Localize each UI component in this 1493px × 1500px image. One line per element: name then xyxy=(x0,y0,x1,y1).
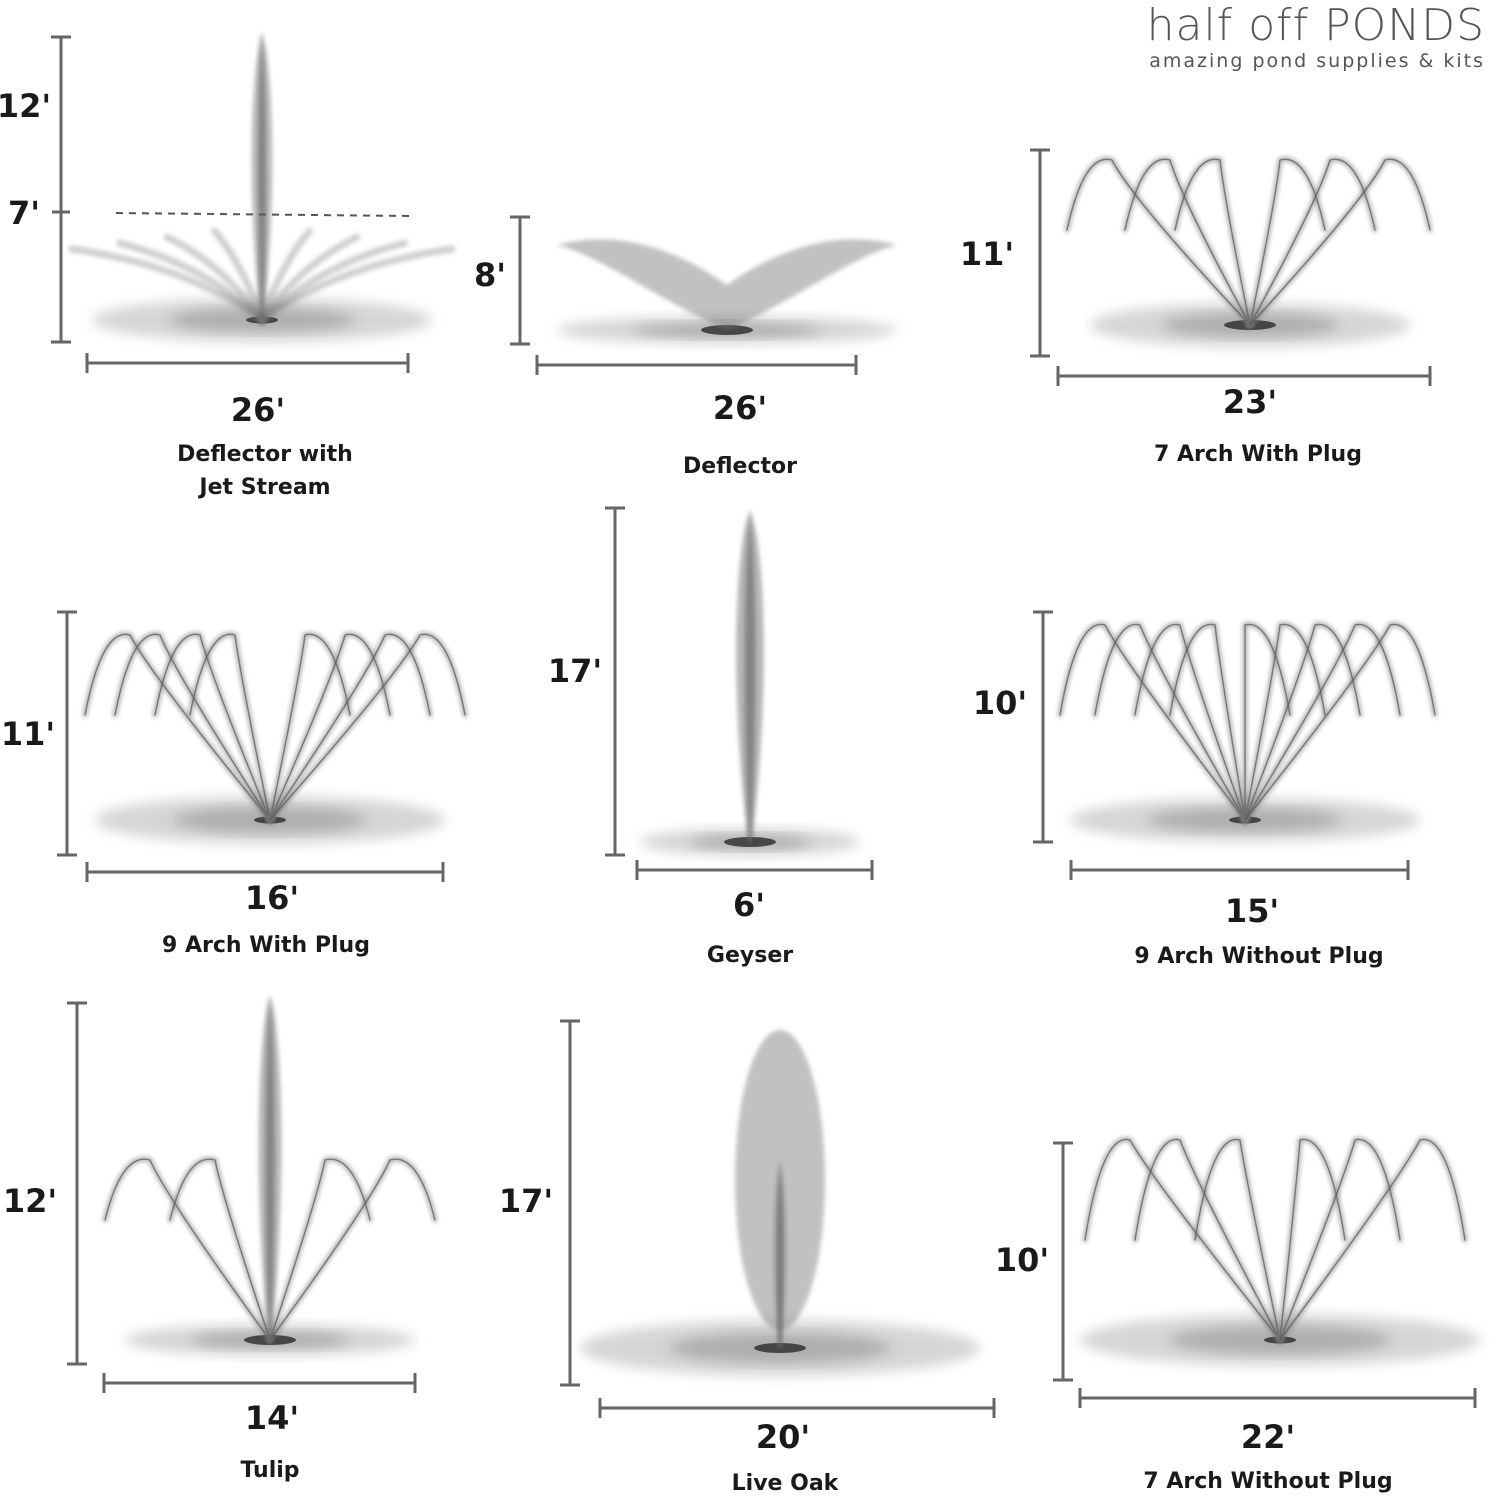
height-label: 12' xyxy=(2,1182,58,1220)
arch-stream xyxy=(269,633,466,821)
arch-stream xyxy=(269,1158,436,1341)
arch-stream xyxy=(1249,158,1431,326)
deflector-spray xyxy=(557,239,897,330)
pattern-7-arch-without-plug xyxy=(1053,1136,1480,1408)
arch-stream xyxy=(104,1158,271,1341)
arch-stream xyxy=(1124,158,1251,326)
height-label: 10' xyxy=(994,1241,1050,1279)
arch-stream xyxy=(1066,158,1251,326)
pattern-name: 7 Arch With Plug xyxy=(1154,442,1362,467)
arch-spray xyxy=(167,1156,273,1343)
pattern-geyser xyxy=(605,506,874,880)
arch-stream xyxy=(1059,623,1246,821)
arch-stream xyxy=(269,633,431,821)
pattern-name: Live Oak xyxy=(731,1471,839,1496)
arch-spray xyxy=(267,1156,373,1343)
logo-light-text: half off xyxy=(1146,0,1325,51)
dashed-line xyxy=(115,212,411,217)
arch-stream xyxy=(154,633,271,821)
jet-core xyxy=(777,1170,783,1348)
pattern-9-arch-with-plug xyxy=(57,610,468,882)
height-label: 8' xyxy=(473,256,507,294)
logo-wordmark: half off PONDS xyxy=(1147,2,1485,50)
pattern-name: Tulip xyxy=(240,1458,300,1483)
pattern-name: 9 Arch Without Plug xyxy=(1134,944,1384,969)
arch-stream xyxy=(1174,158,1251,326)
arch-stream xyxy=(1244,623,1326,821)
arch-spray xyxy=(1192,1136,1283,1343)
arch-stream xyxy=(169,1158,271,1341)
fan-spray xyxy=(211,227,266,324)
pattern-name: 7 Arch Without Plug xyxy=(1143,1469,1393,1494)
arch-stream xyxy=(1094,623,1246,821)
arch-spray xyxy=(1277,1136,1468,1343)
height-label: 11' xyxy=(0,715,56,753)
pattern-deflector xyxy=(510,215,897,375)
width-label: 23' xyxy=(1222,383,1278,421)
width-label: 20' xyxy=(755,1418,811,1456)
arch-spray xyxy=(82,631,273,823)
arch-stream xyxy=(269,1158,371,1341)
pattern-deflector-with-jet-stream xyxy=(51,32,456,373)
width-label: 22' xyxy=(1240,1418,1296,1456)
fan-spray xyxy=(163,233,266,324)
arch-stream xyxy=(1249,158,1326,326)
pattern-name: Deflector xyxy=(683,454,797,479)
height-label: 10' xyxy=(972,684,1028,722)
pattern-live-oak xyxy=(560,1019,996,1418)
pattern-name: Geyser xyxy=(706,943,794,968)
width-label: 26' xyxy=(230,391,286,429)
arch-stream xyxy=(269,633,391,821)
arch-spray xyxy=(1082,1136,1283,1343)
logo-tagline: amazing pond supplies & kits xyxy=(1149,50,1485,72)
arch-stream xyxy=(1279,1138,1401,1341)
fan-spray xyxy=(116,239,266,324)
pattern-name: Deflector with Jet Stream xyxy=(177,442,353,500)
arch-stream xyxy=(1244,623,1436,821)
height-label: 11' xyxy=(959,235,1015,273)
arch-stream xyxy=(1249,158,1376,326)
arch-stream xyxy=(1279,1138,1466,1341)
fan-spray xyxy=(258,245,456,324)
pattern-9-arch-without-plug xyxy=(1033,610,1438,880)
width-label: 16' xyxy=(244,879,300,917)
arch-stream xyxy=(1084,1138,1281,1341)
width-label: 15' xyxy=(1224,892,1280,930)
brand-logo: half off PONDS amazing pond supplies & k… xyxy=(1147,2,1485,73)
arch-stream xyxy=(1194,1138,1281,1341)
width-label: 26' xyxy=(712,389,768,427)
arch-stream xyxy=(84,633,271,821)
width-label: 6' xyxy=(732,886,766,924)
arch-stream xyxy=(1244,623,1401,821)
arch-stream xyxy=(189,633,271,821)
arch-stream xyxy=(114,633,271,821)
arch-spray xyxy=(102,1156,273,1343)
secondary-height-label: 7' xyxy=(7,194,41,232)
arch-stream xyxy=(1134,1138,1281,1341)
jet-core xyxy=(744,520,756,842)
arch-stream xyxy=(1244,623,1361,821)
width-label: 14' xyxy=(244,1399,300,1437)
height-label: 12' xyxy=(0,87,52,125)
logo-strong-text: PONDS xyxy=(1324,0,1485,51)
jet-core xyxy=(265,1005,275,1340)
height-label: 17' xyxy=(547,652,603,690)
height-label: 17' xyxy=(498,1182,554,1220)
arch-stream xyxy=(1134,623,1246,821)
jet-core xyxy=(258,42,266,320)
pattern-7-arch-with-plug xyxy=(1030,148,1433,386)
arch-spray xyxy=(267,1156,438,1343)
pattern-tulip xyxy=(67,995,438,1393)
pattern-name: 9 Arch With Plug xyxy=(162,933,370,958)
arch-stream xyxy=(1169,623,1246,821)
arch-stream xyxy=(1279,1138,1346,1341)
